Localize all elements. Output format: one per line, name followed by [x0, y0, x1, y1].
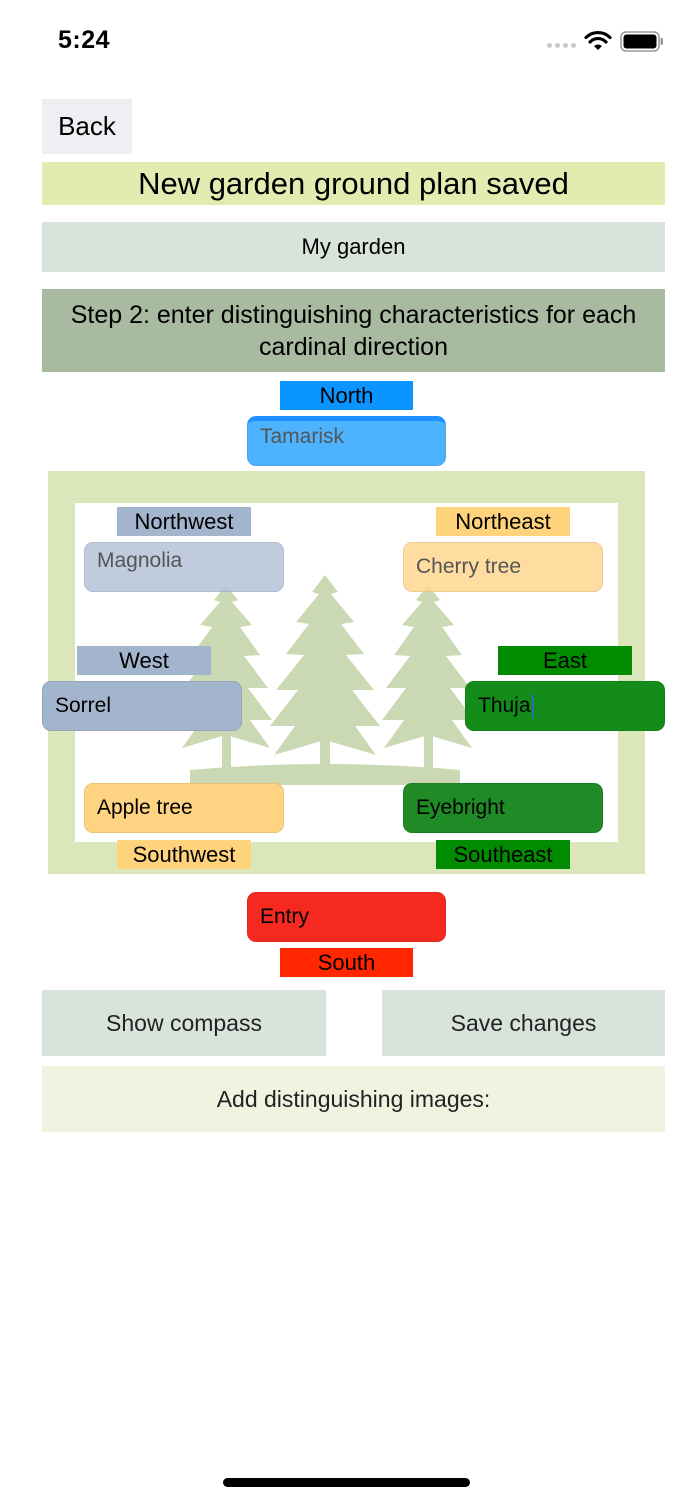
- south-label: South: [280, 948, 413, 977]
- west-label: West: [77, 646, 211, 675]
- northwest-input[interactable]: Magnolia: [84, 542, 284, 592]
- garden-name-label: My garden: [42, 222, 665, 272]
- southeast-input-value: Eyebright: [416, 796, 505, 819]
- add-images-label: Add distinguishing images:: [42, 1066, 665, 1132]
- back-button[interactable]: Back: [42, 99, 132, 154]
- southwest-input[interactable]: Apple tree: [84, 783, 284, 833]
- east-label: East: [498, 646, 632, 675]
- northeast-input-placeholder: Cherry tree: [416, 555, 522, 578]
- east-input[interactable]: Thuja: [465, 681, 665, 731]
- text-cursor: [531, 694, 534, 718]
- save-changes-button[interactable]: Save changes: [382, 990, 665, 1056]
- wifi-icon: [584, 30, 612, 50]
- south-input[interactable]: Entry: [247, 892, 446, 942]
- east-input-value: Thuja: [478, 694, 531, 717]
- signal-dots-icon: [547, 43, 576, 48]
- step-instruction: Step 2: enter distinguishing characteris…: [42, 289, 665, 372]
- north-input-placeholder: Tamarisk: [260, 425, 345, 448]
- northwest-label: Northwest: [117, 507, 251, 536]
- north-label: North: [280, 381, 413, 410]
- south-input-value: Entry: [260, 905, 310, 928]
- northwest-input-placeholder: Magnolia: [97, 549, 183, 572]
- southeast-input[interactable]: Eyebright: [403, 783, 603, 833]
- show-compass-button[interactable]: Show compass: [42, 990, 326, 1056]
- trees-background-icon: [180, 575, 474, 785]
- west-input-value: Sorrel: [55, 694, 112, 717]
- north-input[interactable]: Tamarisk: [247, 416, 446, 466]
- southeast-label: Southeast: [436, 840, 570, 869]
- southwest-input-value: Apple tree: [97, 796, 193, 819]
- battery-icon: [620, 31, 663, 52]
- home-indicator[interactable]: [223, 1478, 470, 1487]
- status-time: 5:24: [58, 26, 111, 54]
- west-input[interactable]: Sorrel: [42, 681, 242, 731]
- page-title: New garden ground plan saved: [42, 162, 665, 205]
- northeast-label: Northeast: [436, 507, 570, 536]
- northeast-input[interactable]: Cherry tree: [403, 542, 603, 592]
- southwest-label: Southwest: [117, 840, 251, 869]
